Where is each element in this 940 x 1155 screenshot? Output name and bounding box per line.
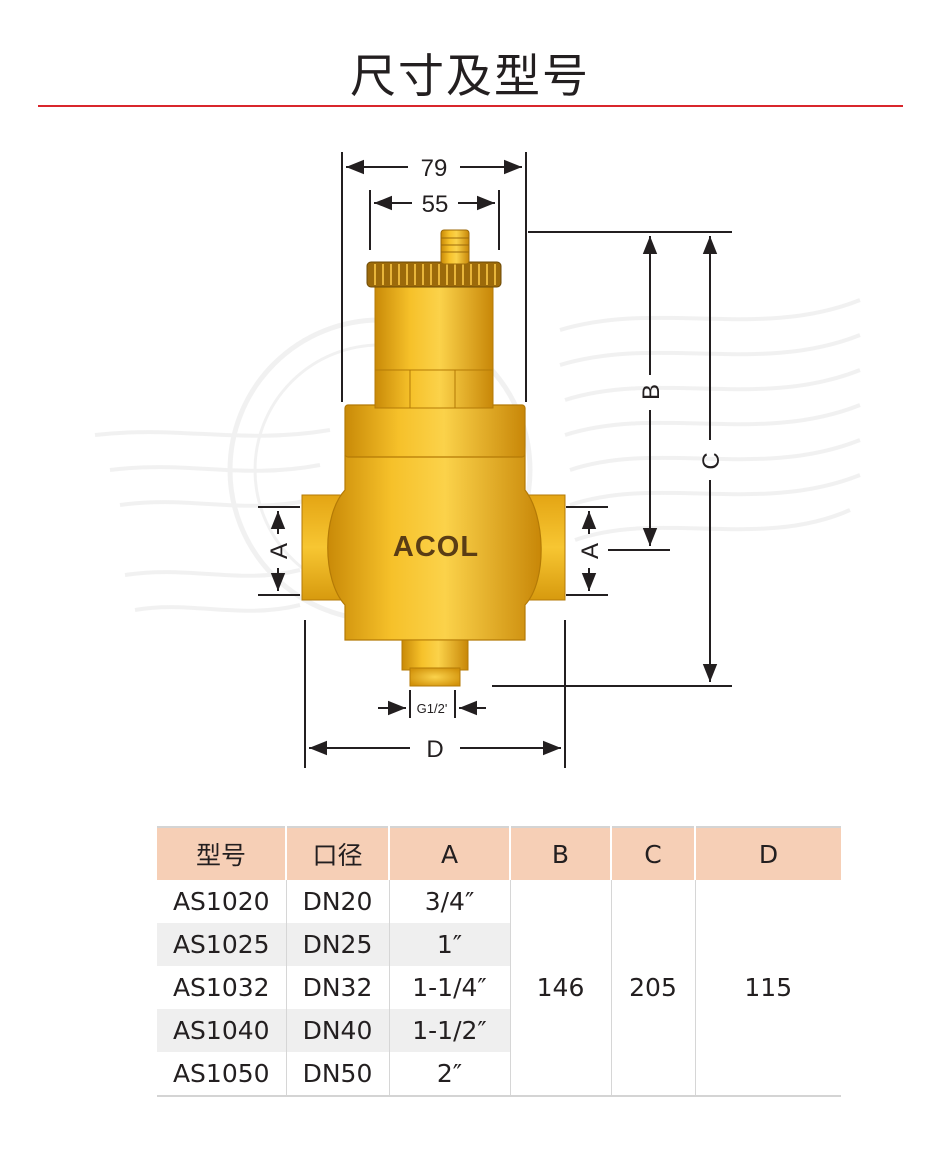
cell-size: DN50 (286, 1052, 390, 1097)
cell-a: 1″ (389, 923, 511, 966)
table-row: AS1032 DN32 1-1/4″ (157, 966, 841, 1009)
cell-size: DN20 (286, 880, 390, 923)
table-row: AS1025 DN25 1″ (157, 923, 841, 966)
dimension-d-label: D (426, 736, 443, 763)
header-b: B (510, 826, 612, 880)
table-header-row: 型号 口径 A B C D (157, 826, 841, 880)
cell-model: AS1040 (157, 1009, 287, 1052)
thread-size-label: G1/2' (417, 701, 448, 716)
brand-logo-text: ACOL (393, 531, 479, 563)
header-a: A (389, 826, 511, 880)
dimension-a-left-label: A (266, 543, 293, 559)
title-divider (38, 105, 903, 107)
cell-size: DN40 (286, 1009, 390, 1052)
cell-model: AS1025 (157, 923, 287, 966)
cell-model: AS1050 (157, 1052, 287, 1097)
cell-c-shared: 205 (611, 880, 696, 1097)
valve-body: ACOL (301, 229, 566, 687)
header-c: C (611, 826, 696, 880)
dimension-79-label: 79 (421, 155, 448, 182)
cell-a: 1-1/2″ (389, 1009, 511, 1052)
model-spec-table: 型号 口径 A B C D AS1020 DN20 3/4″ 146 205 1… (157, 826, 841, 1097)
valve-dimension-diagram: ACOL (94, 152, 861, 768)
cell-size: DN25 (286, 923, 390, 966)
header-model: 型号 (157, 826, 287, 880)
header-size: 口径 (286, 826, 390, 880)
dimension-c-label: C (698, 452, 725, 469)
table-row: AS1020 DN20 3/4″ 146 205 115 (157, 880, 841, 1097)
cell-model: AS1020 (157, 880, 287, 923)
dimension-a-right-label: A (577, 543, 604, 559)
cell-b-shared: 146 (510, 880, 612, 1097)
dimension-b-label: B (638, 384, 665, 400)
cell-d-shared: 115 (695, 880, 841, 1097)
table-row: AS1050 DN50 2″ (157, 1052, 841, 1097)
cell-a: 3/4″ (389, 880, 511, 923)
cell-model: AS1032 (157, 966, 287, 1009)
header-d: D (695, 826, 841, 880)
dimension-lines (258, 152, 732, 768)
cell-a: 2″ (389, 1052, 511, 1097)
cell-a: 1-1/4″ (389, 966, 511, 1009)
dimension-55-label: 55 (422, 191, 449, 218)
page-title: 尺寸及型号 (350, 49, 590, 103)
table-row: AS1040 DN40 1-1/2″ (157, 1009, 841, 1052)
cell-size: DN32 (286, 966, 390, 1009)
